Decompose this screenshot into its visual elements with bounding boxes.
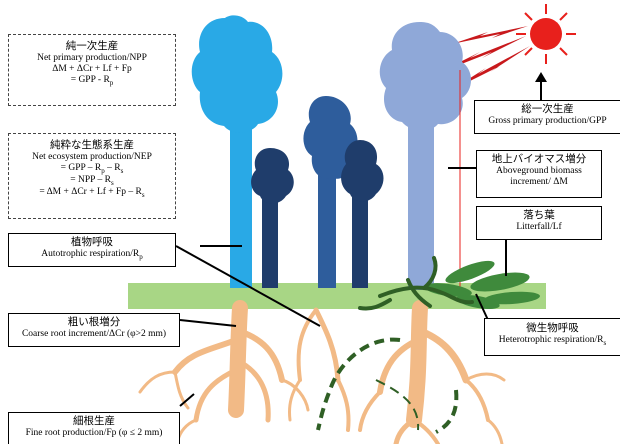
heterotrophic-title: 微生物呼吸 <box>485 323 620 335</box>
tree-navy-left <box>251 148 294 288</box>
biomass-line-2: increment/ ΔM <box>477 177 601 188</box>
nep-subtitle: Net ecosystem production/NEP <box>9 152 175 163</box>
biomass-box: 地上バイオマス増分 Aboveground biomass increment/… <box>476 150 602 198</box>
roots-right <box>360 308 504 444</box>
nep-box: 純粋な生態系生産 Net ecosystem production/NEP = … <box>8 133 176 219</box>
gpp-subtitle: Gross primary production/GPP <box>475 116 620 127</box>
nep-title: 純粋な生態系生産 <box>9 140 175 152</box>
fine-root-subtitle: Fine root production/Fp (φ ≤ 2 mm) <box>9 428 179 439</box>
biomass-title: 地上バイオマス増分 <box>477 154 601 166</box>
nep-equation-1: = GPP – Rp – Rs <box>9 163 175 175</box>
coarse-root-box: 粗い根増分 Coarse root increment/ΔCr (φ>2 mm) <box>8 313 180 347</box>
sun-icon <box>516 4 576 64</box>
gpp-arrow <box>535 72 547 102</box>
npp-equation-2: = GPP - Rp <box>9 75 175 87</box>
litterfall-title: 落ち葉 <box>477 210 601 222</box>
nep-equation-2: = NPP – Rs <box>9 175 175 187</box>
coarse-root-title: 粗い根増分 <box>9 317 179 329</box>
tree-navy-right <box>341 140 383 288</box>
npp-title: 純一次生産 <box>9 41 175 53</box>
autotrophic-title: 植物呼吸 <box>9 237 175 249</box>
fine-root-title: 細根生産 <box>9 416 179 428</box>
nep-equation-3: = ΔM + ΔCr + Lf + Fp – Rs <box>9 187 175 199</box>
tree-right <box>380 22 471 290</box>
npp-box: 純一次生産 Net primary production/NPP ΔM + ΔC… <box>8 34 176 106</box>
litterfall-box: 落ち葉 Litterfall/Lf <box>476 206 602 240</box>
heterotrophic-respiration-box: 微生物呼吸 Heterotrophic respiration/Rs <box>484 318 620 356</box>
npp-equation-1: ΔM + ΔCr + Lf + Fp <box>9 64 175 75</box>
gpp-box: 総一次生産 Gross primary production/GPP <box>474 100 620 134</box>
fine-root-box: 細根生産 Fine root production/Fp (φ ≤ 2 mm) <box>8 412 180 444</box>
coarse-root-subtitle: Coarse root increment/ΔCr (φ>2 mm) <box>9 329 179 340</box>
autotrophic-respiration-box: 植物呼吸 Autotrophic respiration/Rp <box>8 233 176 267</box>
litterfall-subtitle: Litterfall/Lf <box>477 222 601 233</box>
biomass-line-1: Aboveground biomass <box>477 166 601 177</box>
heterotrophic-subtitle: Heterotrophic respiration/Rs <box>485 335 620 347</box>
npp-subtitle: Net primary production/NPP <box>9 53 175 64</box>
autotrophic-subtitle: Autotrophic respiration/Rp <box>9 249 175 261</box>
gpp-title: 総一次生産 <box>475 104 620 116</box>
